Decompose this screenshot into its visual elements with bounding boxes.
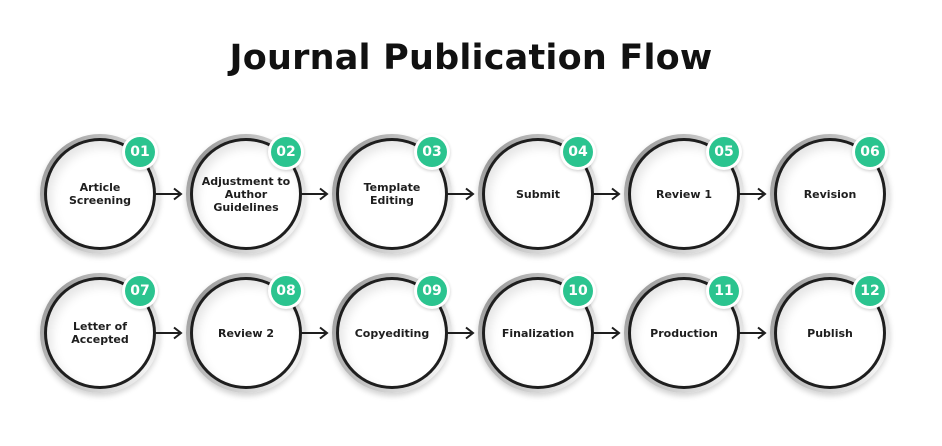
step-label: Finalization	[501, 326, 575, 340]
flow-step: Template Editing 03	[332, 134, 452, 254]
arrow-right-icon	[738, 326, 767, 340]
step-label: Template Editing	[363, 181, 421, 207]
step-number: 03	[417, 137, 447, 167]
step-number: 06	[855, 137, 885, 167]
step-label: Publish	[807, 326, 853, 340]
step-number-badge: 06	[852, 134, 888, 170]
flow-step: Review 1 05	[624, 134, 744, 254]
step-number: 08	[271, 276, 301, 306]
step-number-badge: 10	[560, 273, 596, 309]
step-number-badge: 12	[852, 273, 888, 309]
flow-step: Submit 04	[478, 134, 598, 254]
arrow-right-icon	[154, 326, 183, 340]
step-label: Submit	[515, 187, 561, 201]
arrow-right-icon	[592, 187, 621, 201]
arrow-right-icon	[592, 326, 621, 340]
step-label: Review 2	[218, 326, 274, 340]
step-number: 05	[709, 137, 739, 167]
step-number: 07	[125, 276, 155, 306]
step-label: Adjustment to Author Guidelines	[201, 174, 291, 214]
step-number: 12	[855, 276, 885, 306]
step-label: Copyediting	[354, 326, 430, 340]
arrow-right-icon	[738, 187, 767, 201]
step-number-badge: 07	[122, 273, 158, 309]
flow-step: Adjustment to Author Guidelines 02	[186, 134, 306, 254]
flow-step: Review 2 08	[186, 273, 306, 393]
step-number: 02	[271, 137, 301, 167]
step-number: 09	[417, 276, 447, 306]
page-title: Journal Publication Flow	[229, 38, 713, 78]
step-label: Article Screening	[68, 181, 132, 207]
step-number-badge: 11	[706, 273, 742, 309]
step-number: 10	[563, 276, 593, 306]
arrow-right-icon	[446, 187, 475, 201]
flow-step: Finalization 10	[478, 273, 598, 393]
step-number-badge: 08	[268, 273, 304, 309]
step-number-badge: 09	[414, 273, 450, 309]
flow-step: Article Screening 01	[40, 134, 160, 254]
flow-step: Revision 06	[770, 134, 890, 254]
flow-step: Publish 12	[770, 273, 890, 393]
arrow-right-icon	[300, 326, 329, 340]
step-number-badge: 02	[268, 134, 304, 170]
step-number-badge: 05	[706, 134, 742, 170]
step-number: 01	[125, 137, 155, 167]
arrow-right-icon	[300, 187, 329, 201]
arrow-right-icon	[154, 187, 183, 201]
arrow-right-icon	[446, 326, 475, 340]
step-label: Production	[650, 326, 718, 340]
step-label: Revision	[803, 187, 857, 201]
flow-step: Letter of Accepted 07	[40, 273, 160, 393]
step-number-badge: 01	[122, 134, 158, 170]
step-label: Review 1	[656, 187, 712, 201]
step-number: 11	[709, 276, 739, 306]
step-number: 04	[563, 137, 593, 167]
step-number-badge: 03	[414, 134, 450, 170]
flow-step: Production 11	[624, 273, 744, 393]
flow-step: Copyediting 09	[332, 273, 452, 393]
step-number-badge: 04	[560, 134, 596, 170]
step-label: Letter of Accepted	[71, 320, 129, 346]
